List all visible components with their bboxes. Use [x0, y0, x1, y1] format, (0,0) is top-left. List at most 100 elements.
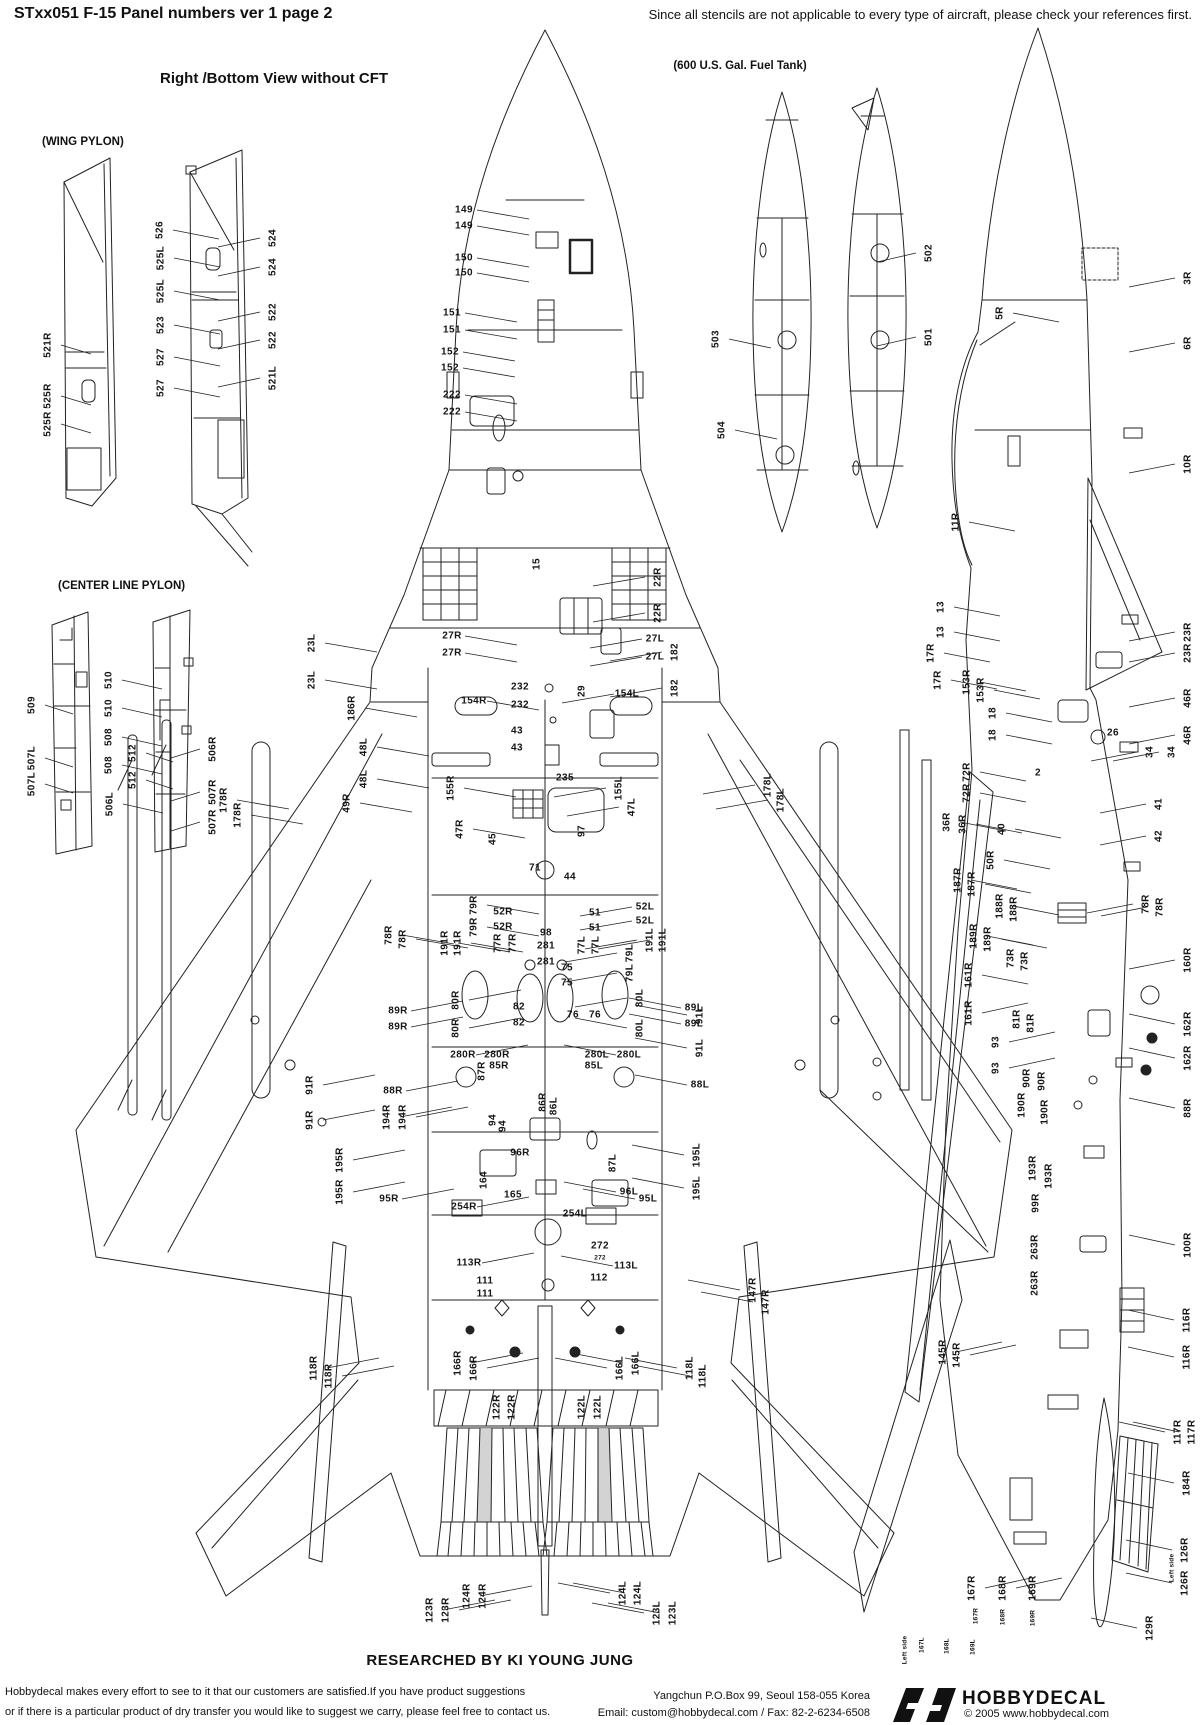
leader-line — [592, 612, 646, 623]
leader-line — [1128, 1097, 1176, 1109]
leader-line — [563, 1181, 617, 1193]
panel-label-side_view: 18 — [987, 729, 999, 741]
panel-label-bottom_view: 80L — [634, 1018, 646, 1038]
panel-label-bottom_view: 164 — [478, 1171, 490, 1189]
leader-line — [566, 806, 620, 817]
panel-label-bottom_view: 178L — [775, 787, 787, 813]
leader-line — [950, 679, 998, 690]
leader-line — [401, 934, 455, 945]
panel-label-bottom_view: 98 — [540, 927, 552, 939]
panel-label-bottom_view: 232 — [511, 699, 529, 711]
panel-label-side_view: 169R — [1029, 1609, 1037, 1627]
leader-line — [969, 1344, 1017, 1356]
leader-line — [486, 1357, 540, 1369]
panel-label-bottom_view: 91L — [694, 1005, 706, 1025]
leader-line — [1128, 277, 1176, 288]
panel-label-bottom_view: 191R — [452, 930, 464, 956]
leader-line — [1128, 1047, 1176, 1059]
leader-line — [472, 828, 526, 839]
panel-label-side_view: 17R — [925, 643, 937, 663]
panel-label-bottom_view: 85L — [584, 1060, 604, 1072]
panel-label-side_view: 46R — [1182, 725, 1194, 745]
panel-label-bottom_view: 149 — [455, 220, 473, 232]
leader-line — [1128, 1234, 1176, 1246]
leader-line — [557, 1582, 611, 1594]
leader-line — [476, 257, 530, 268]
panel-label-centerline_pylon: 507R — [207, 779, 219, 805]
panel-label-bottom_view: 82 — [513, 1001, 525, 1013]
panel-label-centerline_pylon: 508 — [103, 756, 115, 774]
leader-line — [607, 1602, 661, 1614]
leader-line — [979, 681, 1027, 692]
panel-label-side_view: 26 — [1107, 727, 1119, 739]
panel-label-side_view: 168R — [999, 1608, 1007, 1626]
panel-label-bottom_view: 124R — [461, 1583, 473, 1609]
panel-label-bottom_view: 178R — [218, 787, 230, 813]
footer-text-line2: or if there is a particular product of d… — [5, 1706, 551, 1718]
panel-label-bottom_view: 150 — [455, 267, 473, 279]
panel-label-side_view: 169R — [1027, 1575, 1039, 1601]
leader-line — [324, 679, 378, 690]
panel-label-bottom_view: 149 — [455, 204, 473, 216]
panel-label-wing_pylon: 524 — [267, 258, 279, 276]
panel-label-bottom_view: 123R — [440, 1597, 452, 1623]
leader-line — [953, 606, 1001, 617]
panel-label-wing_pylon: 525R — [42, 383, 54, 409]
leader-line — [217, 237, 261, 248]
panel-label-bottom_view: 96R — [510, 1147, 530, 1159]
panel-label-side_view: 42 — [1153, 830, 1165, 842]
panel-label-bottom_view: 77L — [576, 935, 588, 955]
panel-label-wing_pylon: 525L — [155, 245, 167, 271]
panel-label-bottom_view: 52R — [493, 921, 513, 933]
leader-line — [401, 1188, 455, 1200]
leader-line — [173, 324, 221, 335]
leader-line — [376, 746, 430, 757]
leader-line — [170, 748, 201, 759]
leader-line — [121, 736, 163, 747]
panel-label-side_view: 193R — [1027, 1155, 1039, 1181]
leader-line — [122, 803, 164, 814]
leader-line — [410, 1000, 464, 1012]
panel-label-bottom_view: 89L — [684, 1018, 704, 1030]
panel-label-side_view: 129R — [1144, 1615, 1156, 1641]
panel-label-bottom_view: 147R — [760, 1289, 772, 1315]
panel-label-side_view: 36R — [941, 812, 953, 832]
leader-line — [579, 920, 633, 931]
leader-line — [570, 1352, 624, 1364]
panel-label-centerline_pylon: 510 — [103, 699, 115, 717]
panel-label-centerline_pylon: 507R — [207, 809, 219, 835]
panel-label-bottom_view: 194R — [381, 1104, 393, 1130]
panel-label-bottom_view: 235 — [556, 772, 574, 784]
panel-label-bottom_view: 76 — [589, 1009, 601, 1021]
panel-label-side_view: Left side — [1168, 1553, 1176, 1583]
panel-label-side_view: 50R — [985, 850, 997, 870]
panel-label-bottom_view: 194R — [397, 1104, 409, 1130]
wing-pylon-drawings — [63, 149, 253, 567]
panel-label-bottom_view: 75 — [561, 962, 573, 974]
leader-line — [172, 229, 220, 240]
leader-line — [470, 1352, 524, 1364]
panel-label-bottom_view: 178R — [232, 802, 244, 828]
leader-line — [597, 939, 651, 950]
panel-label-bottom_view: 77R — [492, 933, 504, 953]
panel-label-bottom_view: 27R — [442, 647, 462, 659]
leader-line — [121, 707, 163, 718]
panel-label-side_view: 6R — [1182, 336, 1194, 350]
leader-line — [463, 787, 517, 798]
leader-line — [589, 638, 643, 649]
leader-line — [1005, 734, 1053, 745]
leader-line — [1128, 1013, 1176, 1025]
panel-label-side_view: 161R — [963, 962, 975, 988]
panel-label-bottom_view: 89R — [388, 1005, 408, 1017]
leader-line — [968, 521, 1016, 532]
leader-line — [734, 429, 778, 440]
leader-line — [1008, 1031, 1056, 1043]
leader-line — [170, 791, 201, 802]
leader-line — [560, 1255, 614, 1267]
panel-label-bottom_view: 23L — [306, 670, 318, 690]
panel-label-side_view: 169L — [969, 1639, 977, 1655]
panel-label-bottom_view: 96L — [619, 1186, 639, 1198]
leader-line — [145, 779, 174, 790]
panel-label-bottom_view: 47R — [454, 819, 466, 839]
panel-label-bottom_view: 281 — [537, 940, 555, 952]
